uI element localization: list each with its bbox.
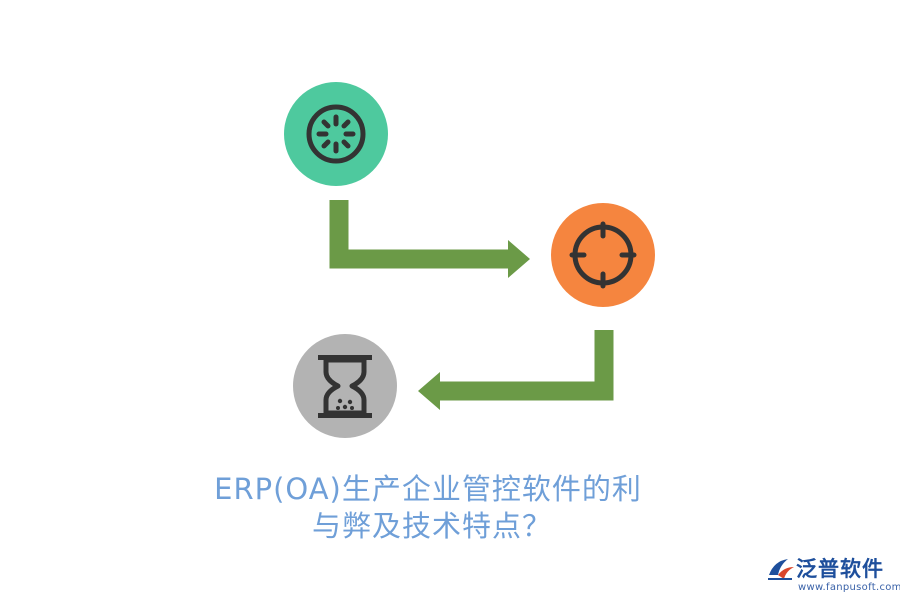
- arrow-target-to-hourglass: [418, 330, 614, 410]
- hourglass-icon: [318, 355, 372, 418]
- node-target: [551, 203, 655, 307]
- node-hourglass: [293, 334, 397, 438]
- diagram-title-line-2: 与弊及技术特点？: [311, 509, 552, 543]
- crosshair-target-icon: [569, 221, 637, 289]
- logo-website-url: www.fanpusoft.com: [798, 582, 900, 593]
- fanpu-logo-icon: [768, 559, 794, 580]
- arrow-loading-to-target: [329, 200, 530, 278]
- node-loading: [284, 82, 388, 186]
- loading-spinner-icon: [306, 104, 366, 164]
- logo-brand-name: 泛普软件: [796, 557, 884, 581]
- diagram-title-line-1: ERP(OA)生产企业管控软件的利: [214, 472, 642, 506]
- brand-logo: 泛普软件 www.fanpusoft.com: [766, 551, 900, 597]
